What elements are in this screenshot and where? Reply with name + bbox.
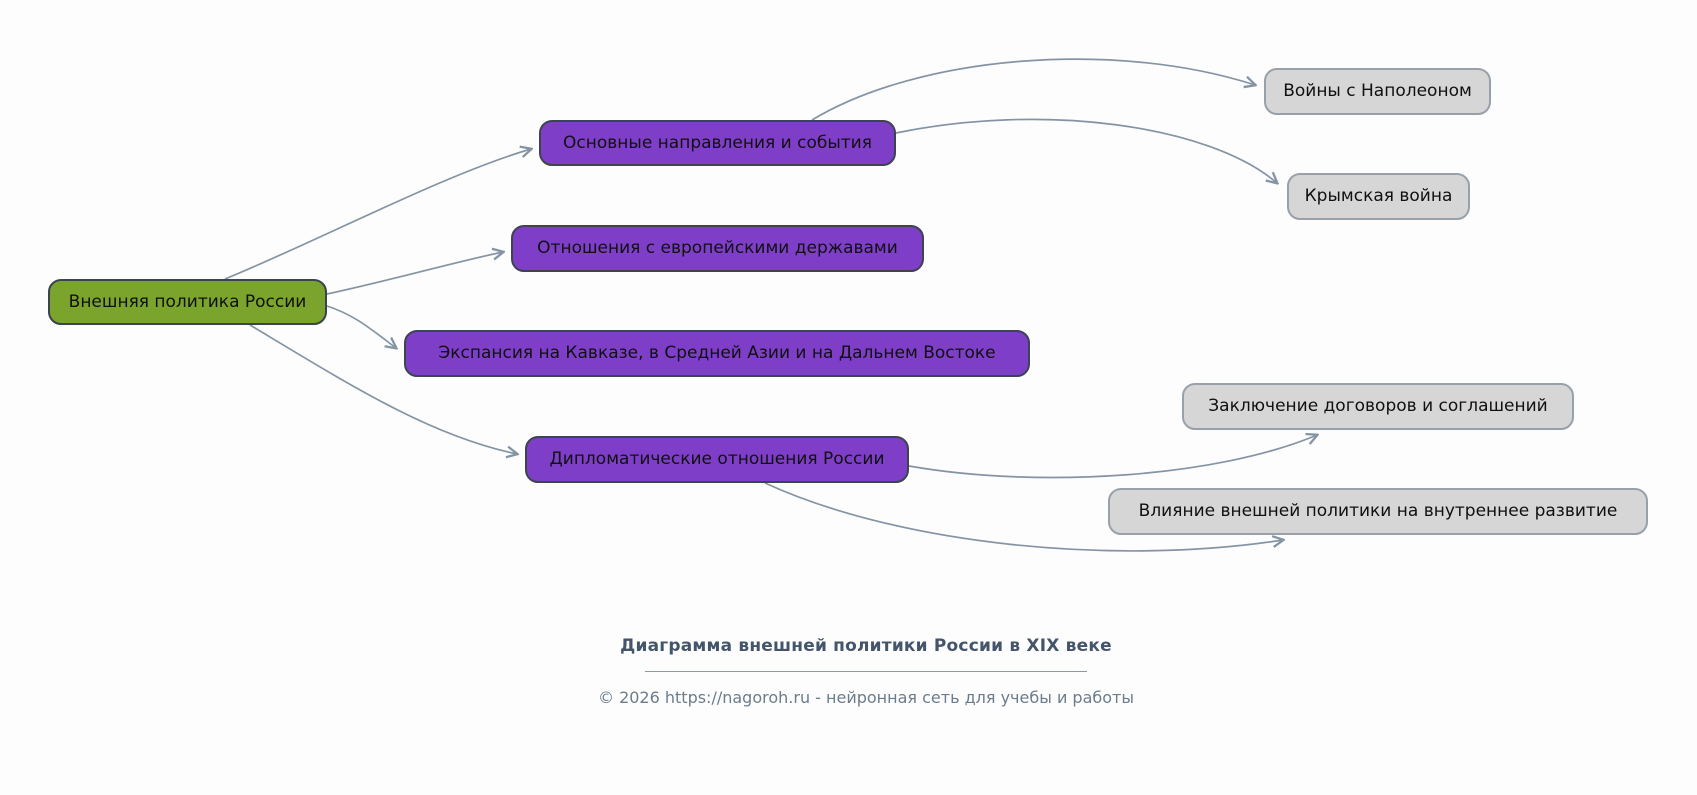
footer: Диаграмма внешней политики России в XIX … <box>35 636 1697 707</box>
leaf-node-treaties: Заключение договоров и соглашений <box>1182 383 1574 430</box>
edge-root-branch-1 <box>326 252 503 295</box>
edge-branch-0-leaf-1 <box>895 118 1277 183</box>
branch-node-european-relations: Отношения с европейскими державами <box>511 225 924 272</box>
edge-branch-3-leaf-2 <box>908 435 1317 479</box>
edge-root-branch-2 <box>326 305 396 348</box>
leaf-node-internal-influence: Влияние внешней политики на внутреннее р… <box>1108 488 1648 535</box>
footer-divider <box>645 671 1087 672</box>
edge-root-branch-0 <box>224 149 531 280</box>
edge-branch-0-leaf-0 <box>811 58 1255 121</box>
leaf-node-crimean-war: Крымская война <box>1287 173 1470 220</box>
branch-node-diplomatic-relations: Дипломатические отношения России <box>525 436 909 483</box>
root-node-foreign-policy: Внешняя политика России <box>48 279 327 325</box>
leaf-node-napoleon-wars: Войны с Наполеоном <box>1264 68 1491 115</box>
branch-node-expansion: Экспансия на Кавказе, в Средней Азии и н… <box>404 330 1030 377</box>
branch-node-main-directions: Основные направления и события <box>539 120 896 166</box>
diagram-title: Диаграмма внешней политики России в XIX … <box>620 636 1112 656</box>
copyright-text: © 2026 https://nagoroh.ru - нейронная се… <box>597 688 1134 707</box>
